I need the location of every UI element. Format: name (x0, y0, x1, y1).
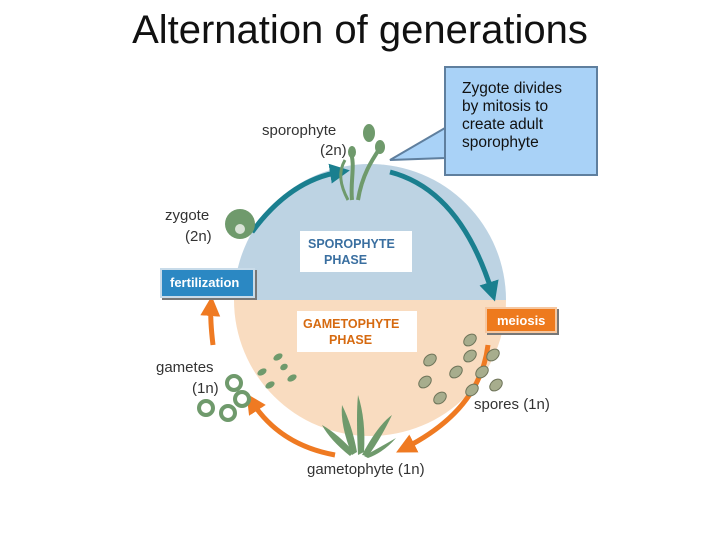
sporophyte-ploidy-label: (2n) (320, 142, 347, 159)
gamete-icon (197, 353, 297, 422)
gametes-label: gametes (156, 359, 214, 376)
fertilization-tag: fertilization (160, 268, 255, 298)
callout-pointer (389, 126, 446, 161)
sporophyte-phase-line: SPOROPHYTE (308, 237, 395, 251)
spores-label: spores (1n) (474, 396, 550, 413)
gametes-ploidy-label: (1n) (192, 380, 219, 397)
cycle-arrow-icon (396, 344, 491, 453)
cycle-arrow-icon (246, 393, 336, 458)
meiosis-tag: meiosis (485, 307, 557, 333)
zygote-icon (225, 209, 255, 239)
sporophyte-label: sporophyte (262, 122, 336, 139)
zygote-label: zygote (165, 207, 209, 224)
zygote-ploidy-label: (2n) (185, 228, 212, 245)
callout-line: sporophyte (462, 134, 539, 151)
gametophyte-plant-icon (322, 395, 396, 458)
sporophyte-plant-icon (339, 124, 385, 201)
callout-line: Zygote divides (462, 80, 562, 97)
callout-line: create adult (462, 116, 543, 133)
page-title: Alternation of generations (132, 8, 588, 52)
callout-line: by mitosis to (462, 98, 549, 115)
sporophyte-phase-line: PHASE (324, 253, 368, 267)
cycle-arrow-icon (200, 296, 221, 346)
gametophyte-label: gametophyte (1n) (307, 461, 425, 478)
callout-box: Zygote divides by mitosis to create adul… (444, 66, 598, 176)
gametophyte-phase-line: PHASE (329, 333, 373, 347)
sporophyte-phase-label: SPOROPHYTE PHASE (300, 231, 412, 272)
gametophyte-phase-label: GAMETOPHYTE PHASE (297, 311, 417, 352)
gametophyte-phase-line: GAMETOPHYTE (303, 317, 400, 331)
spore-icon (418, 333, 503, 405)
cycle-arrow-icon (249, 163, 350, 234)
cycle-arrow-icon (389, 169, 499, 302)
